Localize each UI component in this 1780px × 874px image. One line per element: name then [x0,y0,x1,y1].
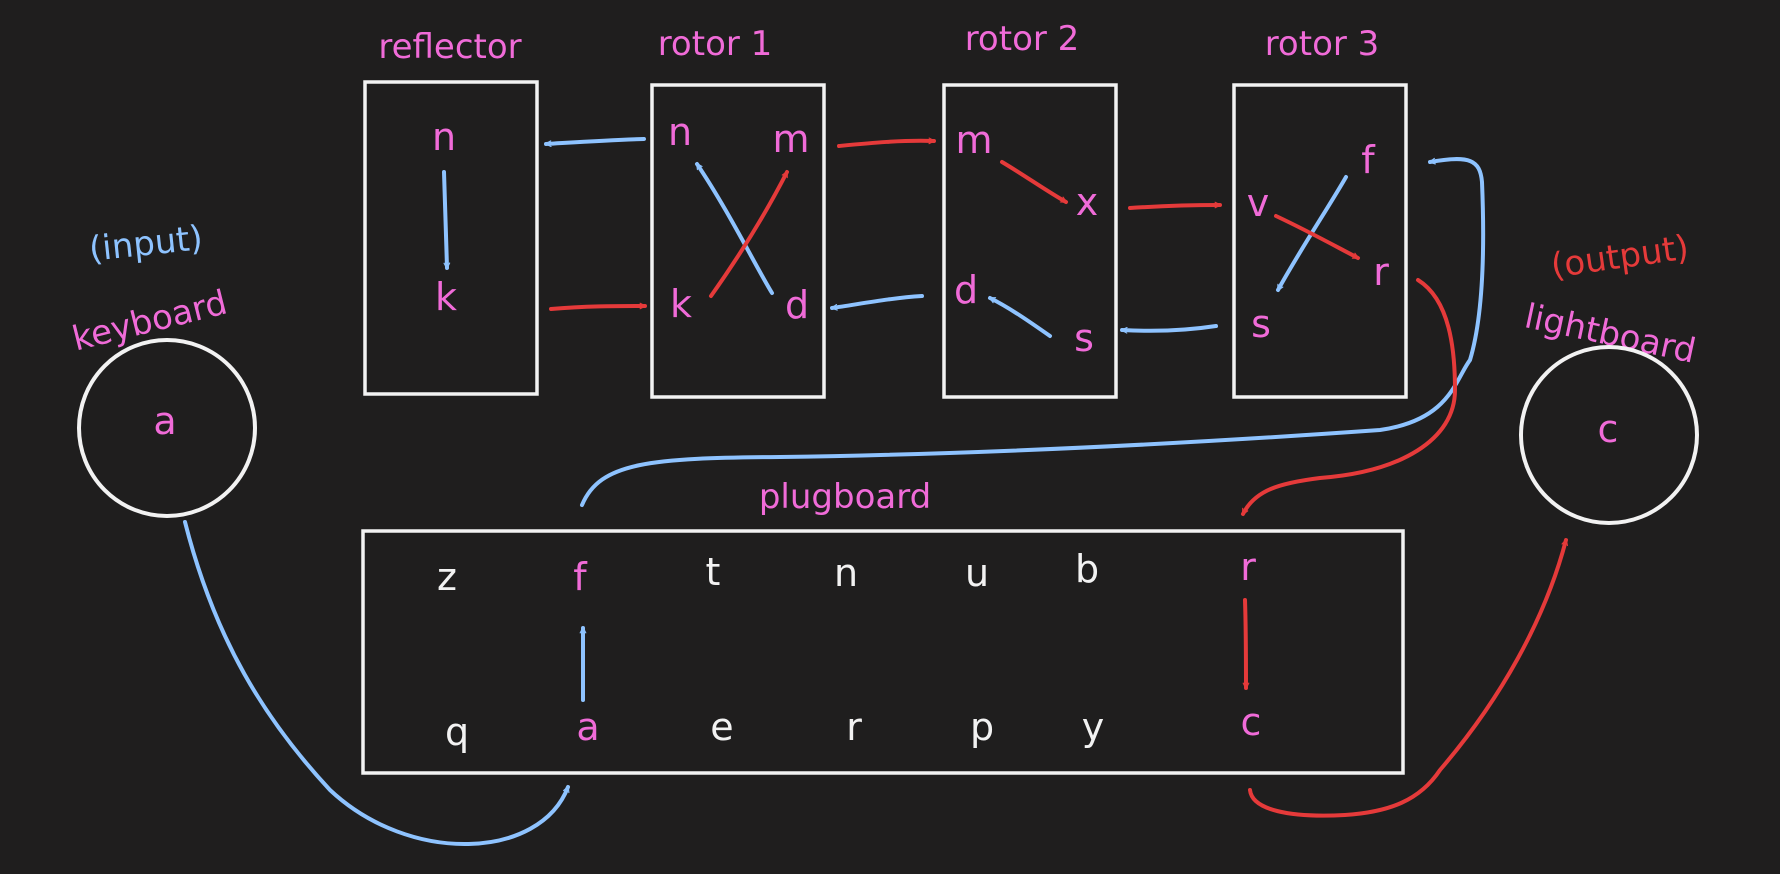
plug-bottom-7: c [1241,700,1262,744]
reflector-title: reflector [378,27,521,67]
reflector-to-rotor1-arrow [549,302,647,311]
rotor3-letter-mid-left: v [1247,181,1270,225]
plugboard-box [361,529,1405,775]
rotor1-title: rotor 1 [658,24,773,64]
rotor3-f-to-s-arrow [1276,175,1348,292]
rotor2-letter-top-left: m [955,118,992,162]
plug-top-2: f [573,555,588,599]
plug-top-7: r [1240,545,1256,589]
plug-bottom-2: a [576,705,599,749]
plug-bottom-5: p [970,705,994,749]
plug-bottom-4: r [846,705,862,749]
reflector-box [363,80,539,396]
plug-top-1: z [437,555,457,599]
plug-top-3: t [706,550,721,594]
plug-bottom-1: q [445,710,469,754]
rotor1-to-rotor2-arrow [837,137,936,148]
rotor1-letter-bottom-right: d [785,283,809,327]
keyboard-to-plugboard-arrow [183,520,570,846]
rotor3-box [1232,83,1408,399]
plug-bottom-3: e [710,705,733,749]
keyboard-key: a [153,399,176,443]
plug-top-5: u [965,551,989,595]
keyboard-key-circle [77,338,257,518]
output-label: (output) [1548,228,1691,287]
plugboard-title: plugboard [759,477,931,517]
plug-top-4: n [834,551,858,595]
rotor1-letter-top-left: n [668,110,692,154]
reflector-letter-top: n [432,115,456,159]
rotor3-v-to-r-arrow [1274,214,1360,260]
rotor1-to-reflector-arrow [544,137,646,148]
rotor3-letter-mid-right: r [1373,250,1389,294]
reflector-n-to-k-arrow [442,170,451,270]
lightboard-lamp: c [1598,407,1619,451]
rotor2-title: rotor 2 [965,19,1080,59]
rotor3-title: rotor 3 [1265,24,1380,64]
rotor2-letter-bottom-right: s [1074,316,1094,360]
rotor1-letter-bottom-left: k [670,282,692,326]
rotor2-s-to-d-arrow [988,296,1052,338]
rotor2-letter-bottom-left: d [954,268,978,312]
rotor1-letter-top-right: m [772,117,809,161]
rotor3-to-rotor2-arrow [1120,324,1218,334]
rotor3-letter-bottom-left: s [1251,302,1271,346]
rotor1-k-to-m-arrow [709,170,789,298]
lightboard-label: lightboard [1521,296,1699,371]
rotor1-box [650,83,826,399]
rotor3-letter-top-right: f [1361,138,1376,182]
plug-bottom-6: y [1082,705,1105,749]
lightboard-lamp-circle [1519,345,1699,525]
rotor3-r-to-plugboard-arrow [1241,278,1457,516]
rotor2-to-rotor1-arrow [830,294,924,311]
plugboard-to-lightboard-arrow [1248,538,1569,818]
input-label: (input) [87,218,205,270]
rotor2-to-rotor3-arrow [1128,201,1222,210]
reflector-letter-bottom: k [435,275,457,319]
rotor2-box [942,83,1118,399]
rotor2-m-to-x-arrow [1000,160,1068,204]
plug-f-to-rotor3-arrow [580,157,1486,507]
plug-top-6: b [1075,547,1099,591]
rotor2-letter-mid-right: x [1076,180,1099,224]
plug-r-to-c-arrow [1242,598,1250,690]
rotor1-d-to-n-arrow [695,162,774,295]
